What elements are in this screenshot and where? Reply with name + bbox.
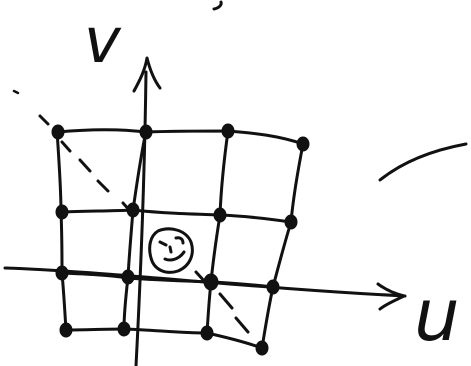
mesh-row-2 <box>60 208 293 224</box>
stray-curve-right <box>378 142 468 182</box>
grid-node <box>55 265 69 281</box>
v-axis-line <box>134 70 148 366</box>
grid-node <box>51 124 65 140</box>
mesh-col-2 <box>122 129 148 331</box>
mesh-col-3 <box>205 129 230 335</box>
grid-node <box>55 204 69 220</box>
v-axis-arrowhead <box>132 56 162 93</box>
grid-node <box>121 269 135 285</box>
grid-node <box>296 136 310 152</box>
smiley-face-icon <box>148 227 194 274</box>
mesh-row-4 <box>64 327 264 350</box>
grid-node <box>200 325 214 341</box>
grid-node <box>203 273 219 291</box>
grid-node <box>139 124 153 140</box>
v-axis-label: v <box>84 4 122 77</box>
stray-mark-top <box>212 0 223 11</box>
stray-mark-left <box>12 89 20 95</box>
grid-node <box>255 340 269 356</box>
grid-node <box>213 207 227 223</box>
mesh-row-3 <box>60 271 275 289</box>
mesh-row-1 <box>56 128 305 146</box>
u-axis-label: u <box>414 273 460 357</box>
grid-node <box>59 322 73 338</box>
grid-node <box>266 279 280 295</box>
mesh-col-4 <box>260 142 305 350</box>
grid-node <box>117 321 131 337</box>
u-axis-arrowhead <box>376 282 406 311</box>
grid-node <box>126 202 140 218</box>
grid-node <box>284 214 298 230</box>
mesh-col-1 <box>55 129 68 332</box>
grid-node <box>221 123 235 139</box>
